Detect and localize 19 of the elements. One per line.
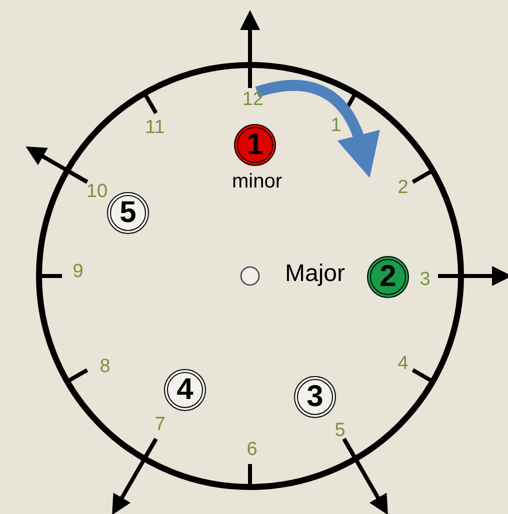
hour-number: 2 <box>398 177 408 199</box>
hour-number: 10 <box>86 181 108 203</box>
hour-number: 12 <box>242 89 264 111</box>
hour-number: 7 <box>154 414 166 436</box>
hour-number: 8 <box>100 356 110 378</box>
hour-number: 4 <box>398 353 408 375</box>
hour-number: 11 <box>145 117 165 139</box>
circle-caption: Major <box>285 260 345 288</box>
hour-number: 5 <box>334 420 346 442</box>
hour-number: 6 <box>246 439 258 461</box>
hour-number: 1 <box>330 115 342 137</box>
numbered-circle: 3 <box>294 376 336 418</box>
numbered-circle: 5 <box>107 192 149 234</box>
hour-number: 9 <box>72 261 84 283</box>
numbered-circle: 1 <box>234 124 276 166</box>
numbered-circle: 4 <box>164 369 206 411</box>
circle-caption: minor <box>232 170 282 194</box>
hour-number: 3 <box>420 269 430 291</box>
numbered-circle: 2 <box>367 256 409 298</box>
